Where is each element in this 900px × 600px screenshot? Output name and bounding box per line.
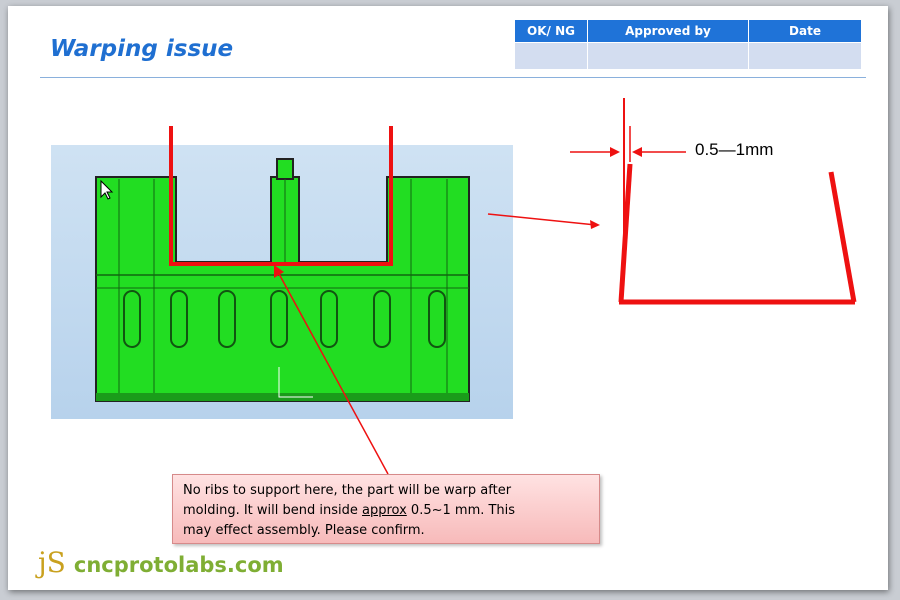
callout-note: No ribs to support here, the part will b… (172, 474, 600, 544)
cad-part-drawing (95, 158, 470, 402)
logo-mark: jS (38, 546, 66, 579)
title-divider (40, 77, 866, 78)
header-date: Date (748, 19, 862, 43)
dimension-label: 0.5—1mm (695, 140, 774, 159)
callout-underlined-word: approx (362, 503, 407, 518)
callout-line-1: No ribs to support here, the part will b… (183, 483, 512, 498)
approval-value-row (514, 42, 862, 70)
callout-line-3: may effect assembly. Please confirm. (183, 523, 425, 538)
page-title: Warping issue (50, 36, 234, 62)
company-logo: jS cncprotolabs.com (38, 546, 284, 579)
logo-text: cncprotolabs.com (73, 553, 284, 577)
header-ok-ng: OK/ NG (514, 19, 588, 43)
slide: Warping issue OK/ NG Approved by Date (8, 6, 888, 590)
cell-approved-by[interactable] (587, 42, 749, 70)
warp-diagram (570, 98, 857, 305)
approval-table: OK/ NG Approved by Date (514, 19, 862, 70)
cad-model-image (51, 145, 513, 419)
callout-line-2-end: 0.5~1 mm. This (406, 503, 516, 518)
approval-header-row: OK/ NG Approved by Date (514, 19, 862, 43)
callout-line-2-start: molding. It will bend inside (183, 503, 363, 518)
header-approved-by: Approved by (587, 19, 749, 43)
cell-date[interactable] (748, 42, 862, 70)
callout-line-2: molding. It will bend inside approx 0.5~… (183, 501, 589, 521)
cell-ok-ng[interactable] (514, 42, 588, 70)
